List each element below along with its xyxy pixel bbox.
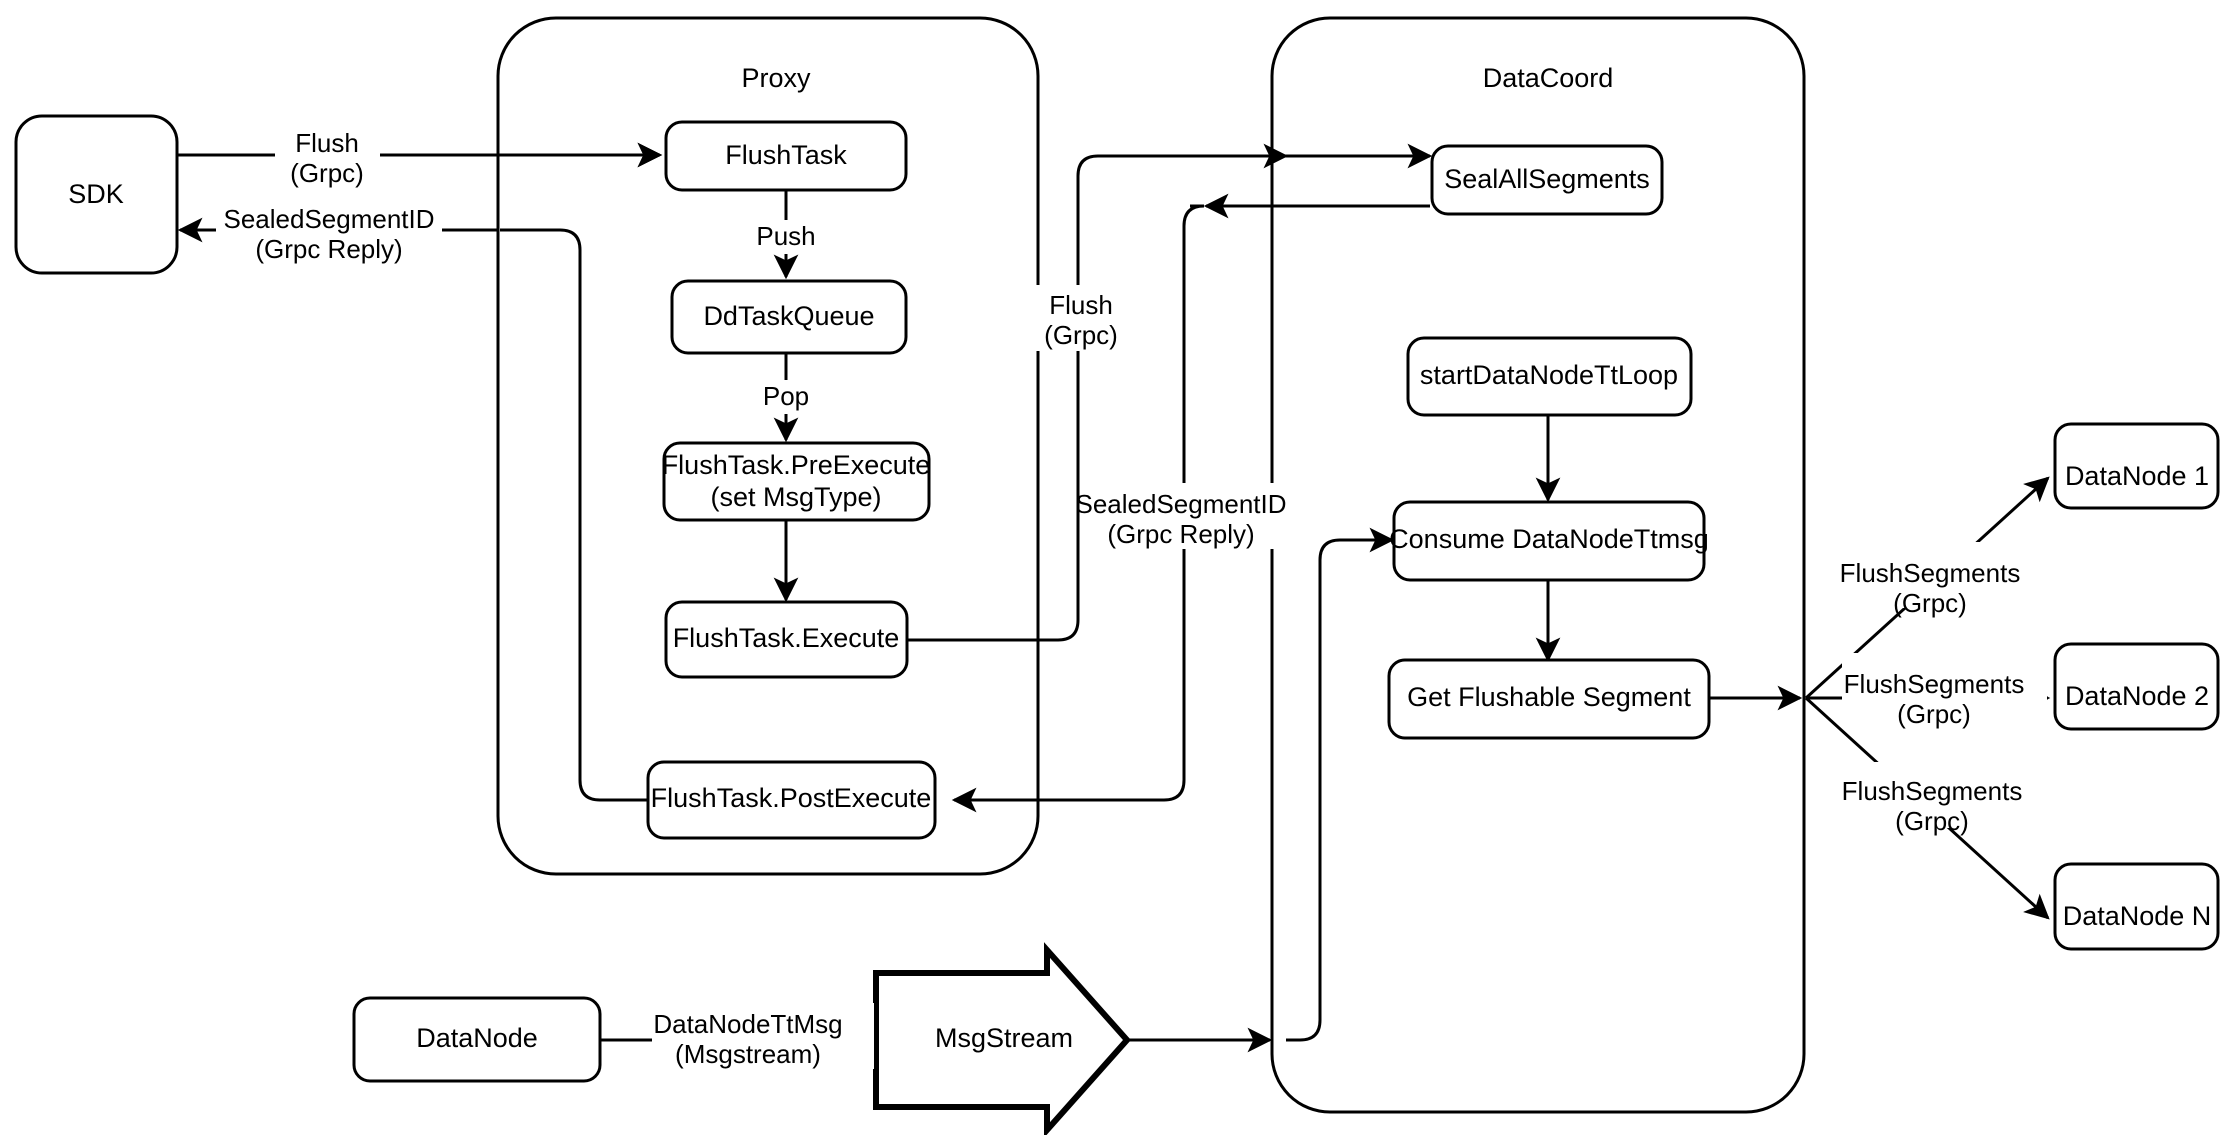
node-flushtask-preexecute[interactable] [662,441,931,522]
node-datanode-n-label: DataNode N [2063,901,2212,931]
edge-label-bg-flush-grpc [275,122,380,188]
node-sdk-label: SDK [68,179,124,209]
node-flushtask-label: FlushTask [725,140,847,170]
edge-label-datanode-ttmsg-line1: DataNodeTtMsg [653,1009,842,1039]
edge-postexecute-to-sdkreply [500,228,648,802]
group-proxy-label: Proxy [741,63,811,93]
group-datacoord [1270,16,1806,1114]
node-sealallsegments-label: SealAllSegments [1444,164,1650,194]
edge-label-bg-flushsegments-1 [1842,542,2047,608]
node-sealallsegments[interactable] [1430,144,1664,216]
group-datacoord-label: DataCoord [1483,63,1614,93]
node-flushtask[interactable] [664,120,908,192]
edge-label-bg-datanode-ttmsg [652,1003,874,1069]
node-flushtask-preexecute-label-line1: FlushTask.PreExecute [662,450,931,480]
edge-label-sdk-flush-line2: (Grpc) [290,158,364,188]
node-consume-datanode-ttmsg-label: Consume DataNodeTtmsg [1389,524,1709,554]
node-flushtask-execute-label: FlushTask.Execute [673,623,900,653]
edge-label-bg-push [746,220,826,254]
edge-label-bg-flushsegments-2 [1842,653,2047,719]
edge-label-bg-flushsegments-n [1842,762,2047,828]
edge-label-pop: Pop [763,381,809,411]
node-msgstream-label: MsgStream [935,1023,1073,1053]
node-flushtask-postexecute-label: FlushTask.PostExecute [651,783,932,813]
edge-label-bg-sealed-reply [216,198,442,262]
node-datanode-source[interactable] [352,996,602,1083]
node-datanode-1[interactable] [2053,422,2220,510]
group-proxy [496,16,1040,876]
edge-label-flushsegments-2-line1: FlushSegments [1844,669,2025,699]
edge-label-bg-pop [752,380,820,414]
node-flushtask-execute[interactable] [664,600,909,679]
edge-label-flushsegments-1-line1: FlushSegments [1840,558,2021,588]
edge-label-coord-reply-line2: (Grpc Reply) [1107,519,1254,549]
node-datanode-1-label: DataNode 1 [2065,461,2209,491]
node-datanode-n[interactable] [2053,862,2220,951]
node-datanode-source-label: DataNode [416,1023,538,1053]
node-sdk[interactable] [14,114,179,275]
edge-label-bg-coord-flush [1036,285,1140,351]
edge-label-flushsegments-2-line2: (Grpc) [1897,699,1971,729]
node-start-datanode-ttloop-label: startDataNodeTtLoop [1420,360,1678,390]
edge-label-datanode-ttmsg-line2: (Msgstream) [675,1039,821,1069]
node-flushtask-preexecute-label-line2: (set MsgType) [710,482,881,512]
edge-label-push: Push [756,221,815,251]
node-msgstream-shape[interactable] [873,942,1132,1135]
edge-label-bg-coord-reply [1082,483,1280,549]
node-flushtask-postexecute[interactable] [646,760,937,840]
node-get-flushable-segment-label: Get Flushable Segment [1407,682,1691,712]
edge-label-coord-flush-line1: Flush [1049,290,1113,320]
edge-label-flushsegments-n-line2: (Grpc) [1895,806,1969,836]
edge-label-sdk-reply-line1: SealedSegmentID [223,204,434,234]
edge-label-flushsegments-1-line2: (Grpc) [1893,588,1967,618]
node-ddtaskqueue-label: DdTaskQueue [703,301,874,331]
node-start-datanode-ttloop[interactable] [1406,336,1693,417]
edge-execute-to-sealallsegments [907,143,1433,642]
edge-label-flushsegments-n-line1: FlushSegments [1842,776,2023,806]
node-datanode-2-label: DataNode 2 [2065,681,2209,711]
edge-ttmsg-up-to-consume [1286,527,1395,1042]
edge-label-coord-flush-line2: (Grpc) [1044,320,1118,350]
node-datanode-2[interactable] [2053,642,2220,731]
node-ddtaskqueue[interactable] [670,279,908,355]
edge-label-sdk-reply-line2: (Grpc Reply) [255,234,402,264]
node-get-flushable-segment[interactable] [1387,658,1711,740]
edge-label-coord-reply-line1: SealedSegmentID [1075,489,1286,519]
edge-label-sdk-flush-line1: Flush [295,128,359,158]
node-consume-datanode-ttmsg[interactable] [1392,500,1706,582]
